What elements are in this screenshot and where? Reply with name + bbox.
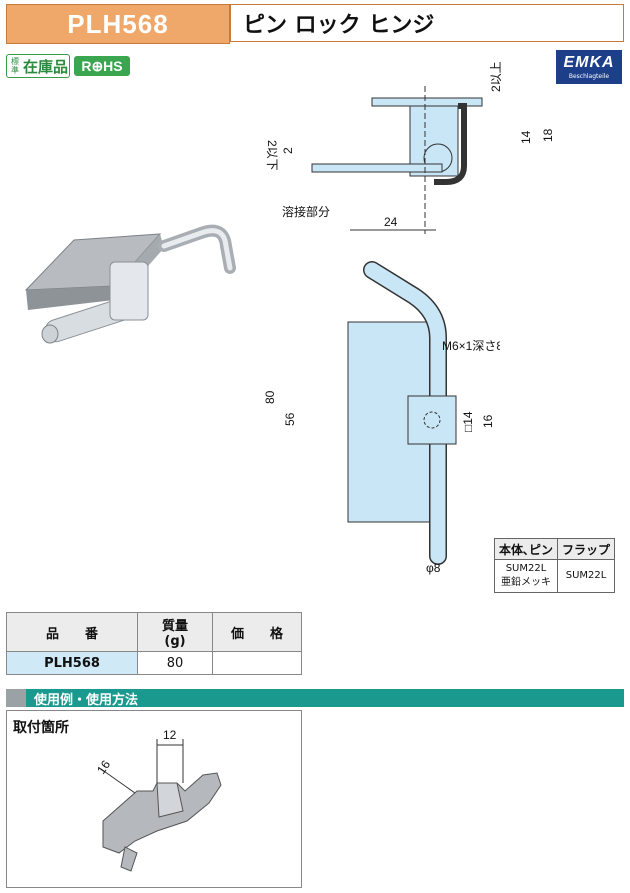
stock-badge: 標準 在庫品 xyxy=(6,54,70,78)
dim-12: 12 xyxy=(163,728,177,742)
rohs-badge: R⊕HS xyxy=(74,56,130,76)
mount-illustration: 12 16 xyxy=(94,728,222,872)
materials-header-flap: フラップ xyxy=(557,538,616,560)
emka-logo: EMKA Beschlagteile xyxy=(556,50,622,84)
dim-16-line xyxy=(100,768,136,794)
dim-phi8: φ8 xyxy=(426,561,441,575)
photo-knuckle xyxy=(109,261,149,321)
stock-badge-small: 標準 xyxy=(11,57,19,75)
product-name-title: ピン ロック ヒンジ xyxy=(230,4,624,42)
dim-14-square: □14 xyxy=(461,411,475,432)
spec-table: 品 番 質量 (g) 価 格 PLH568 80 xyxy=(6,612,302,675)
dim-16: 16 xyxy=(481,414,495,428)
product-code-title: PLH568 xyxy=(6,4,230,44)
side-bottom-plate xyxy=(311,163,443,173)
spec-header-weight-line2: (g) xyxy=(164,634,186,649)
dim-56: 56 xyxy=(283,412,297,426)
photo-leaf-edge xyxy=(26,286,114,310)
front-view-drawing: 80 56 M6×1深さ8 16 □14 φ8 xyxy=(263,261,500,575)
usage-box: 取付箇所 12 16 xyxy=(6,710,302,888)
weld-label: 溶接部分 xyxy=(282,204,330,219)
dim-16-usage: 16 xyxy=(94,757,113,776)
dim-thread: M6×1深さ8 xyxy=(442,339,500,353)
spec-row: PLH568 80 xyxy=(6,651,302,675)
spec-header-weight: 質量 (g) xyxy=(137,612,213,652)
front-knuckle-block xyxy=(407,395,457,445)
materials-header-row: 本体､ピン フラップ xyxy=(493,538,616,560)
usage-section-bar: 使用例・使用方法 xyxy=(6,689,624,708)
dim-left-2: 2以下 xyxy=(265,140,279,171)
materials-row: SUM22L 亜鉛メッキ SUM22L xyxy=(493,559,616,593)
materials-flap-cell: SUM22L xyxy=(557,559,616,593)
emka-logo-tagline: Beschlagteile xyxy=(568,73,610,80)
dim-14: 14 xyxy=(519,130,533,144)
dim-top-2: 2以上 xyxy=(489,61,503,92)
materials-header-body: 本体､ピン xyxy=(493,538,559,560)
dim-2: 2 xyxy=(281,147,295,154)
materials-body-cell: SUM22L 亜鉛メッキ xyxy=(493,559,559,593)
photo-pin-tip xyxy=(41,324,59,344)
dim-80: 80 xyxy=(263,390,277,404)
spec-code-cell: PLH568 xyxy=(6,651,138,675)
spec-header-code: 品 番 xyxy=(6,612,138,652)
front-pin xyxy=(364,262,446,564)
product-photo xyxy=(24,224,236,344)
dim-24: 24 xyxy=(384,215,398,229)
mount-location-label: 取付箇所 xyxy=(13,720,69,736)
side-flap-curve xyxy=(434,103,467,185)
emka-logo-text: EMKA xyxy=(563,54,615,71)
photo-pin-highlight xyxy=(161,228,233,271)
materials-body-line1: SUM22L xyxy=(505,563,547,574)
side-view-drawing: 2以上 2以下 2 14 18 24 溶接部分 xyxy=(265,61,555,234)
spec-weight-cell: 80 xyxy=(137,651,213,675)
mount-slot xyxy=(156,782,184,818)
stock-badge-label: 在庫品 xyxy=(23,57,69,76)
dim-18: 18 xyxy=(541,128,555,142)
usage-section-title: 使用例・使用方法 xyxy=(34,692,139,708)
spec-header-price: 価 格 xyxy=(212,612,302,652)
materials-table: 本体､ピン フラップ SUM22L 亜鉛メッキ SUM22L xyxy=(493,538,616,593)
spec-price-cell xyxy=(212,651,302,675)
front-thread-hole xyxy=(423,411,441,429)
spec-header-weight-line1: 質量 xyxy=(161,619,188,634)
spec-header-row: 品 番 質量 (g) 価 格 xyxy=(6,612,302,652)
materials-body-line2: 亜鉛メッキ xyxy=(501,577,551,588)
usage-bar-marker xyxy=(6,689,26,707)
mount-tab xyxy=(120,846,138,872)
